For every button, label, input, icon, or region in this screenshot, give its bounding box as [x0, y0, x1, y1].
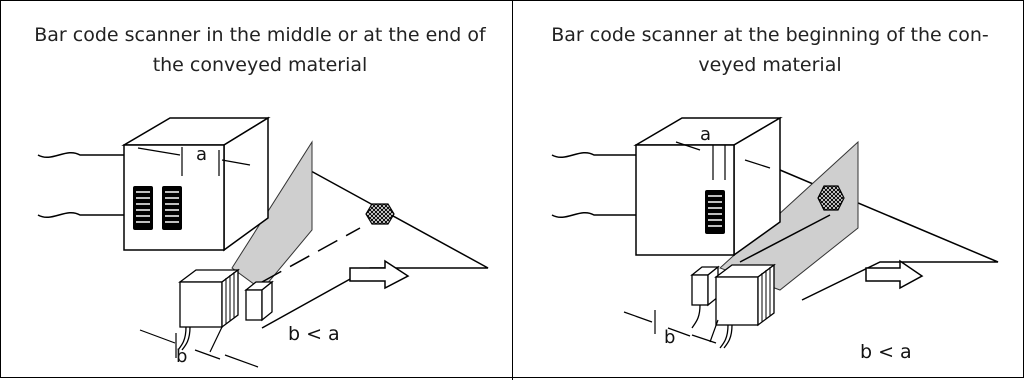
right-title-line-1: Bar code scanner at the beginning of the…: [551, 24, 989, 46]
right-relation-label: b < a: [860, 341, 912, 363]
left-label-b: b: [176, 346, 187, 367]
left-conveyor-belt: [37, 152, 489, 329]
right-title-line-2: veyed material: [698, 54, 842, 76]
left-dimension-b: [139, 326, 259, 368]
left-barcode-labels: [133, 186, 182, 230]
right-barcode-label: [705, 190, 725, 234]
left-barcode-scanner: [177, 268, 240, 351]
left-label-a: a: [196, 144, 207, 165]
left-dimension-a: [137, 147, 251, 176]
left-reflector: [365, 203, 395, 225]
left-scan-plane: [231, 140, 313, 291]
right-photo-switch: [690, 265, 720, 329]
left-panel-title: Bar code scanner in the middle or at the…: [10, 20, 510, 80]
right-direction-arrow: [865, 259, 924, 290]
left-relation-label: b < a: [288, 323, 340, 345]
left-direction-arrow: [349, 259, 410, 290]
left-title-line-1: Bar code scanner in the middle or at the…: [34, 24, 486, 46]
left-conveyed-box: [121, 116, 271, 252]
right-conveyor-belt: [551, 152, 999, 301]
panel-divider: [512, 0, 513, 380]
left-panel-diagram: a b b < a: [37, 116, 489, 368]
right-panel-diagram: a b b < a: [551, 116, 999, 363]
right-label-b: b: [664, 327, 675, 348]
right-dimension-b: [623, 310, 719, 344]
left-photo-switch: [244, 280, 274, 322]
right-label-a: a: [700, 124, 711, 145]
right-reflector: [817, 185, 845, 211]
right-panel-title: Bar code scanner at the beginning of the…: [520, 20, 1020, 80]
left-title-line-2: the conveyed material: [152, 54, 368, 76]
right-dimension-a: [675, 141, 771, 180]
right-barcode-scanner: [714, 263, 776, 349]
